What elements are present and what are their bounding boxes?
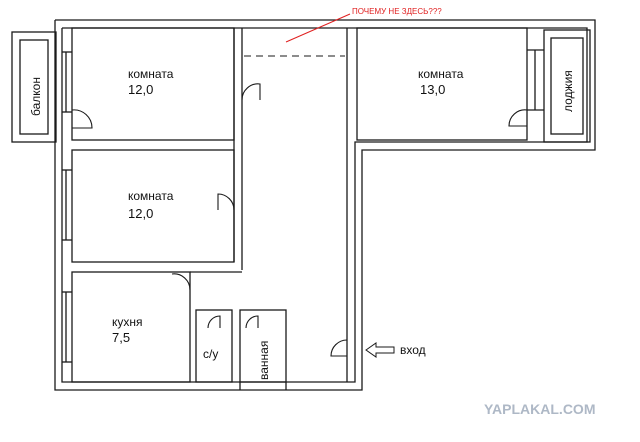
loggia-label: лоджия bbox=[561, 70, 575, 112]
entrance-label: вход bbox=[400, 343, 426, 357]
loggia bbox=[543, 29, 591, 143]
room-area-top-right: 13,0 bbox=[420, 82, 445, 97]
room-label-middle-left: комната bbox=[128, 189, 174, 203]
bathroom-label: ванная bbox=[257, 341, 271, 380]
room-label-top-right: комната bbox=[418, 67, 464, 81]
wc-label: с/у bbox=[203, 347, 218, 361]
windows bbox=[62, 49, 544, 390]
balcony bbox=[11, 31, 57, 143]
watermark: YAPLAKAL.COM bbox=[484, 401, 596, 417]
annotation-pointer bbox=[285, 13, 351, 43]
entrance-arrow-icon bbox=[365, 342, 395, 358]
room-area-middle-left: 12,0 bbox=[128, 206, 153, 221]
kitchen-area: 7,5 bbox=[112, 330, 130, 345]
outer-walls bbox=[54, 19, 596, 391]
room-label-top-left: комната bbox=[128, 67, 174, 81]
doors bbox=[71, 83, 528, 357]
annotation-text: ПОЧЕМУ НЕ ЗДЕСЬ??? bbox=[352, 7, 442, 16]
annotation: ПОЧЕМУ НЕ ЗДЕСЬ??? bbox=[285, 7, 442, 43]
room-area-top-left: 12,0 bbox=[128, 82, 153, 97]
kitchen-label: кухня bbox=[112, 315, 143, 329]
balcony-label: балкон bbox=[29, 77, 43, 116]
